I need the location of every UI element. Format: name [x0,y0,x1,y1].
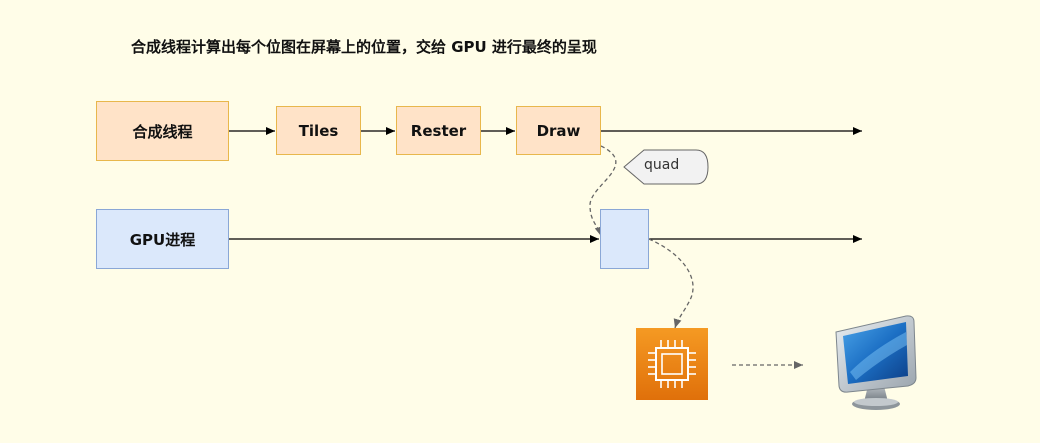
quad-callout-shape [623,149,709,185]
tiles-step-box: Tiles [276,106,361,155]
cpu-chip-icon [636,328,708,400]
quad-callout-label: quad [644,157,680,173]
gpu-frame-box [600,209,649,269]
computer-monitor-icon [835,315,917,410]
diagram-title: 合成线程计算出每个位图在屏幕上的位置，交给 GPU 进行最终的呈现 [131,38,597,56]
gpu-process-box: GPU进程 [96,209,229,269]
compositor-thread-box: 合成线程 [96,101,229,161]
draw-step-box: Draw [516,106,601,155]
dashed-frame-to-chip [648,238,694,329]
dashed-draw-to-gpu-frame [589,145,617,237]
rester-step-box: Rester [396,106,481,155]
